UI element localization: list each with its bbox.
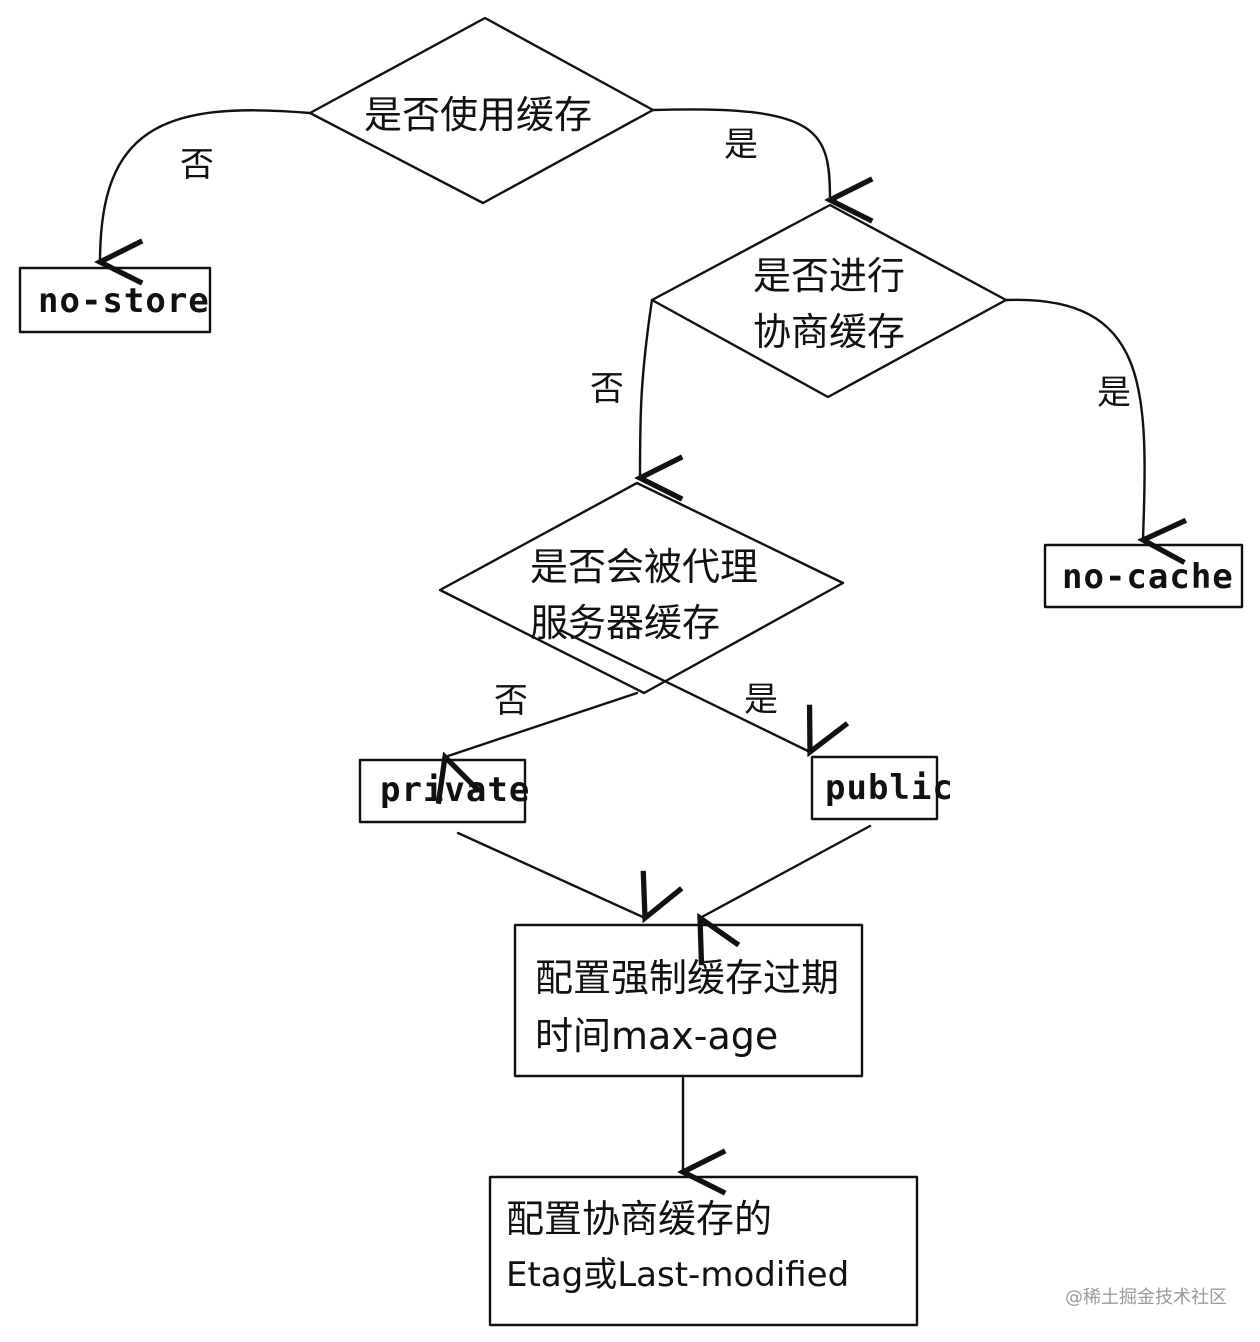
arrow-proxy-no — [445, 691, 639, 757]
decision-negotiate-label-line1: 是否进行 — [753, 254, 906, 298]
arrow-use-cache-yes — [651, 108, 830, 200]
edge-label-negotiate-no: 否 — [590, 369, 624, 409]
decision-negotiate-label-line2: 协商缓存 — [753, 310, 906, 354]
max-age-label-line2: 时间max-age — [535, 1014, 779, 1058]
public-label: public — [825, 768, 954, 808]
decision-use-cache-label: 是否使用缓存 — [364, 93, 593, 137]
arrow-use-cache-no — [100, 109, 312, 262]
decision-proxy-label-line1: 是否会被代理 — [530, 545, 759, 589]
no-cache-label: no-cache — [1062, 557, 1234, 597]
arrow-private-to-max-age — [456, 831, 645, 918]
arrow-negotiate-yes — [1004, 298, 1145, 540]
edge-label-use-cache-yes: 是 — [724, 125, 758, 165]
decision-proxy-diamond — [438, 481, 845, 695]
edge-label-proxy-no: 否 — [494, 681, 528, 721]
decision-negotiate-diamond — [650, 203, 1008, 399]
max-age-label-line1: 配置强制缓存过期 — [535, 956, 840, 1000]
arrow-proxy-yes — [558, 628, 810, 752]
arrow-public-to-max-age — [700, 824, 872, 918]
edge-label-negotiate-yes: 是 — [1097, 373, 1131, 413]
private-label: private — [380, 770, 531, 810]
edge-label-proxy-yes: 是 — [744, 680, 778, 720]
public-box — [810, 755, 939, 821]
arrow-negotiate-no — [640, 298, 652, 478]
etag-label-line2: Etag或Last-modified — [506, 1255, 850, 1295]
watermark: @稀土掘金技术社区 — [1065, 1287, 1227, 1308]
no-store-label: no-store — [38, 281, 210, 321]
decision-proxy-label-line2: 服务器缓存 — [530, 601, 721, 645]
max-age-box — [513, 923, 864, 1078]
edge-label-use-cache-no: 否 — [180, 145, 214, 185]
etag-label-line1: 配置协商缓存的 — [506, 1197, 773, 1241]
